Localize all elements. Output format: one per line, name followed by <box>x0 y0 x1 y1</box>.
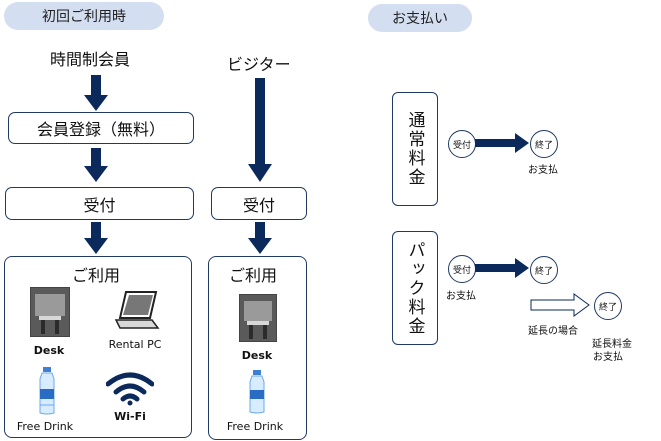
usage-title: ご利用 <box>72 266 121 285</box>
registration-label: 会員登録（無料） <box>36 120 165 139</box>
down-arrow-icon <box>84 222 108 254</box>
pack-end-circle: 終了 <box>530 256 558 284</box>
normal-pay-label: お支払 <box>528 165 558 176</box>
visitor-type-label: ビジター <box>227 55 291 74</box>
laptop-icon <box>114 291 160 329</box>
visitor-usage-title: ご利用 <box>229 266 278 285</box>
visitor-desk-photo <box>239 294 277 342</box>
water-bottle-icon <box>39 367 55 415</box>
normal-end-label: 終了 <box>534 140 553 151</box>
down-arrow-icon <box>84 148 108 182</box>
pack-end-label: 終了 <box>534 266 553 277</box>
rental-pc-label: Rental PC <box>108 338 162 351</box>
desk-label: Desk <box>33 344 65 357</box>
extension-end-label: 終了 <box>598 302 617 313</box>
pack-plan-label: パック料金 <box>404 240 425 336</box>
normal-end-circle: 終了 <box>530 130 558 158</box>
pack-pay-label: お支払 <box>446 291 476 302</box>
wifi-label: Wi-Fi <box>114 410 146 423</box>
normal-plan-label: 通常料金 <box>404 111 425 187</box>
pack-plan-box: パック料金 <box>392 231 438 345</box>
usage-box <box>4 256 192 438</box>
reception-box: 受付 <box>5 187 194 220</box>
outline-right-arrow-icon <box>530 293 590 317</box>
extension-end-circle: 終了 <box>594 292 622 320</box>
right-arrow-icon <box>475 133 529 153</box>
right-arrow-icon <box>475 258 529 278</box>
normal-plan-box: 通常料金 <box>392 92 438 206</box>
payment-header-label: お支払い <box>392 11 448 27</box>
first-time-header: 初回ご利用時 <box>4 2 164 30</box>
visitor-reception-box: 受付 <box>211 187 307 220</box>
pack-reception-circle: 受付 <box>448 255 476 283</box>
visitor-reception-label: 受付 <box>242 195 275 215</box>
visitor-down-arrow-icon <box>248 78 272 182</box>
reception-label: 受付 <box>83 195 116 215</box>
member-type-label: 時間制会員 <box>50 50 131 69</box>
extension-fee-label: 延長料金 <box>592 339 632 350</box>
registration-box: 会員登録（無料） <box>8 112 194 144</box>
down-arrow-icon <box>84 75 108 111</box>
wifi-icon <box>106 372 154 406</box>
visitor-free-drink-label: Free Drink <box>226 420 284 433</box>
free-drink-label: Free Drink <box>16 420 74 433</box>
first-time-header-label: 初回ご利用時 <box>42 9 126 25</box>
pack-reception-label: 受付 <box>452 265 471 276</box>
down-arrow-icon <box>248 222 272 254</box>
visitor-desk-label: Desk <box>241 349 273 362</box>
normal-reception-label: 受付 <box>452 140 471 151</box>
payment-header: お支払い <box>368 4 472 32</box>
visitor-water-bottle-icon <box>249 370 265 414</box>
normal-reception-circle: 受付 <box>448 130 476 158</box>
extension-label: 延長の場合 <box>528 326 578 337</box>
desk-photo <box>30 287 70 337</box>
extension-pay-label: お支払 <box>593 352 623 363</box>
